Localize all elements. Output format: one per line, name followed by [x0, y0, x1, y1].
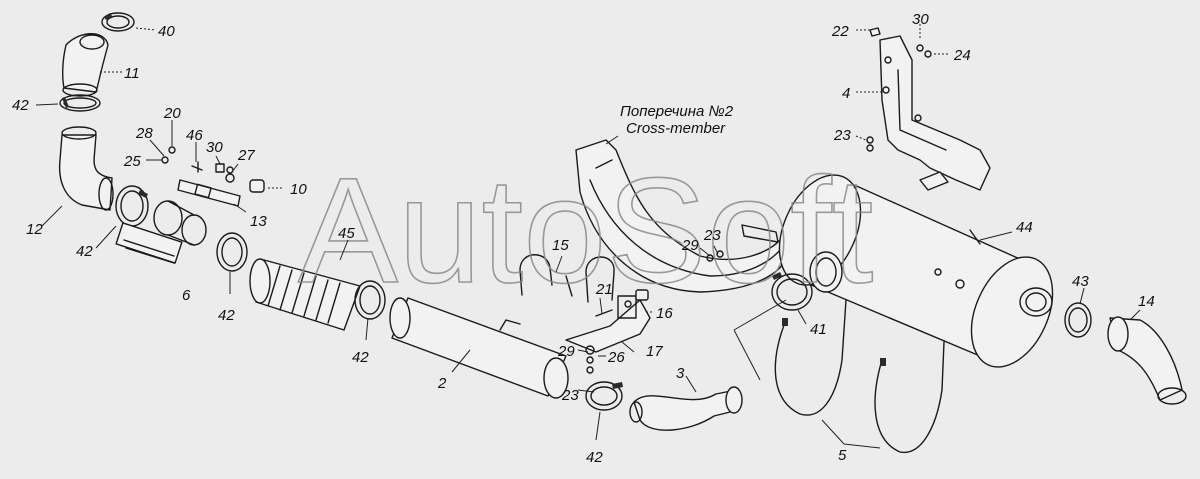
callout-10: 10: [290, 181, 307, 198]
callout-16: 16: [656, 305, 673, 322]
callout-23-c: 23: [833, 127, 851, 144]
flex-pipe-6: [115, 200, 207, 264]
clamp-42-b: [115, 185, 149, 227]
clamp-43: [1064, 302, 1092, 338]
watermark-text: AutoSoft: [298, 146, 873, 314]
elbow-pipe-3: [629, 386, 743, 431]
u-bolt-15: [519, 254, 615, 303]
elbow-pipe-12: [58, 126, 114, 211]
clamp-42-e: [585, 381, 623, 411]
corrugated-pipe-45: [249, 258, 361, 331]
pipe-2: [389, 297, 569, 399]
callout-40: 40: [158, 23, 175, 40]
callout-26: 26: [607, 349, 625, 366]
callout-43: 43: [1072, 273, 1089, 290]
callout-3: 3: [676, 365, 685, 382]
callout-27: 27: [237, 147, 255, 164]
fasteners-26: [585, 345, 595, 374]
callout-21: 21: [595, 281, 613, 298]
clamp-42-a: [59, 94, 101, 112]
callout-46: 46: [186, 127, 203, 144]
callout-28: 28: [135, 125, 153, 142]
callout-42-a: 42: [12, 97, 29, 114]
callout-22: 22: [831, 23, 849, 40]
callout-2: 2: [437, 375, 447, 392]
callout-numbers: 40 11 42 12 42 6 42 20 28 46 30 27 25 10…: [12, 11, 1155, 466]
bracket-17: [565, 289, 651, 353]
clamp-42-d: [354, 280, 386, 320]
clamp-42-c: [216, 232, 248, 272]
callout-30-a: 30: [206, 139, 223, 156]
tail-pipe-14: [1107, 316, 1187, 405]
callout-29-a: 29: [557, 343, 575, 360]
callout-17: 17: [646, 343, 663, 360]
callout-42-d: 42: [352, 349, 369, 366]
callout-42-e: 42: [586, 449, 603, 466]
bracket-4: [866, 27, 991, 191]
callout-23-a: 23: [561, 387, 579, 404]
callout-30-b: 30: [912, 11, 929, 28]
callout-6: 6: [182, 287, 191, 304]
callout-45: 45: [338, 225, 355, 242]
leader-lines: [35, 24, 1141, 449]
callout-14: 14: [1138, 293, 1155, 310]
clamp-40: [101, 12, 135, 32]
callout-5: 5: [838, 447, 847, 464]
callout-44: 44: [1016, 219, 1033, 236]
callout-13: 13: [250, 213, 267, 230]
bracket-13: [161, 146, 265, 207]
callout-20: 20: [163, 105, 181, 122]
callout-42-b: 42: [76, 243, 93, 260]
callout-11: 11: [124, 65, 140, 82]
straps-5: [774, 299, 945, 454]
cross-member-caption-en: Cross-member: [626, 120, 726, 137]
callout-15: 15: [552, 237, 569, 254]
cross-member-caption-ru: Поперечина №2: [620, 103, 734, 120]
callout-29-b: 29: [681, 237, 699, 254]
callout-42-c: 42: [218, 307, 235, 324]
callout-4: 4: [842, 85, 850, 102]
callout-41: 41: [810, 321, 827, 338]
callout-25: 25: [123, 153, 141, 170]
callout-12: 12: [26, 221, 43, 238]
callout-23-b: 23: [703, 227, 721, 244]
elbow-pipe-11: [61, 33, 109, 97]
callout-24: 24: [953, 47, 971, 64]
muffler-44: [778, 174, 1054, 368]
clamp-41: [771, 272, 813, 311]
